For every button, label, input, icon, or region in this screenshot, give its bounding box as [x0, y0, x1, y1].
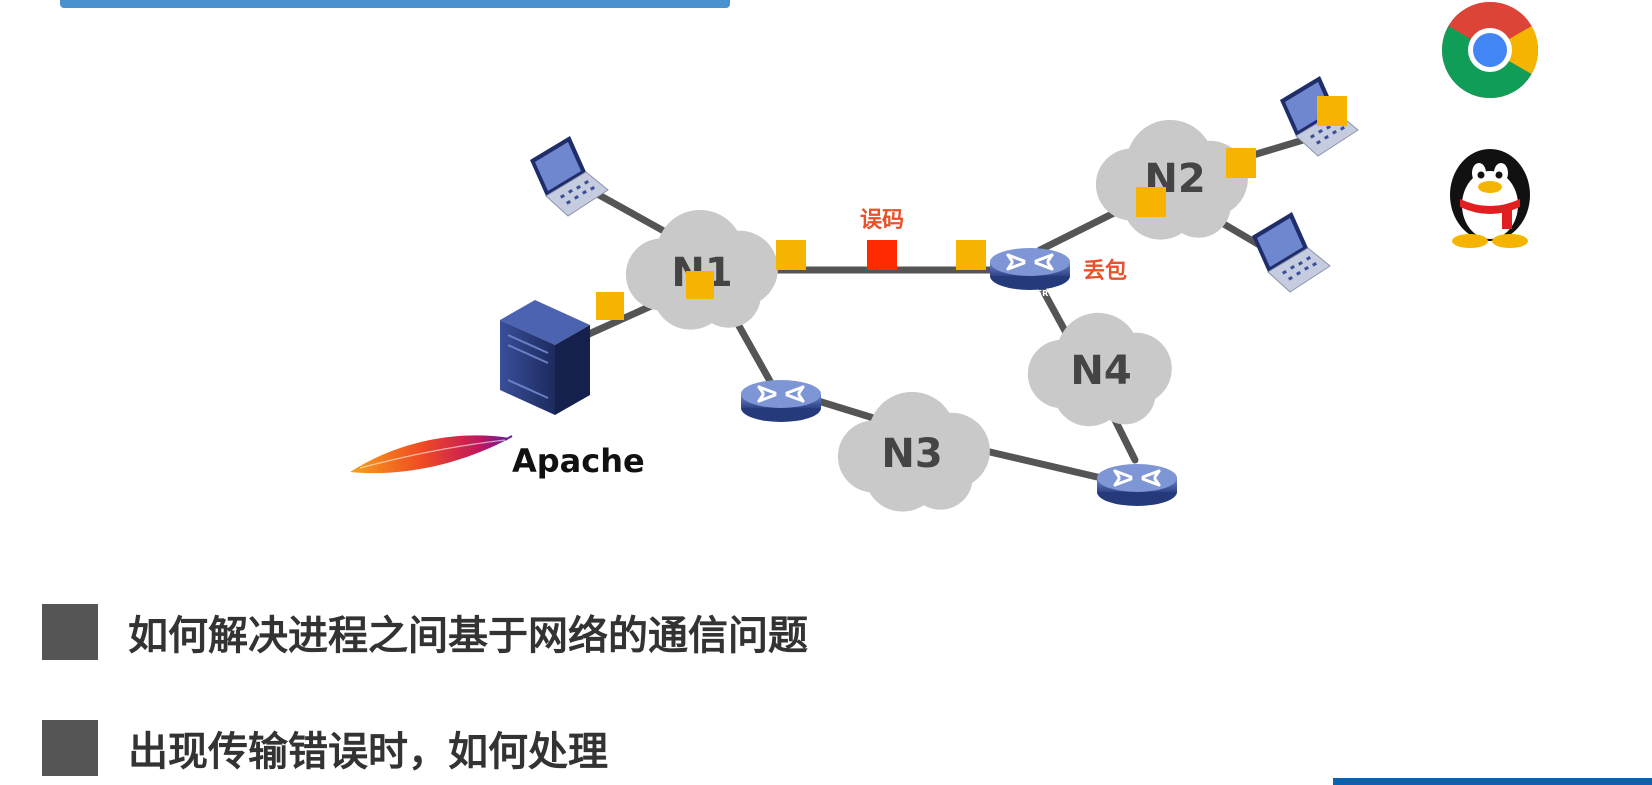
- server-icon: [500, 300, 590, 415]
- packet: [1136, 187, 1166, 217]
- error-label: 误码: [860, 208, 904, 233]
- router-b: ROUTER: [739, 378, 823, 430]
- packet: [596, 292, 624, 320]
- svg-text:N3: N3: [881, 431, 942, 477]
- bullet-item: 出现传输错误时，如何处理: [42, 718, 608, 778]
- bullet-square-icon: [42, 604, 98, 660]
- packet: [776, 240, 806, 270]
- error-packet: [867, 240, 897, 270]
- loss-label: 丢包: [1083, 258, 1127, 284]
- router-c: ROUTER: [1095, 462, 1179, 514]
- cloud-n1: N1: [625, 209, 778, 330]
- svg-text:ROUTER: ROUTER: [1012, 289, 1049, 298]
- bullet-text: 出现传输错误时，如何处理: [128, 729, 608, 775]
- laptop-icon: [1251, 211, 1331, 293]
- cloud-n2: N2: [1095, 119, 1248, 240]
- bullet-square-icon: [42, 720, 98, 776]
- packet: [956, 240, 986, 270]
- svg-text:ROUTER: ROUTER: [763, 421, 800, 430]
- qq-penguin-icon: [1450, 149, 1530, 248]
- cloud-n4: N4: [1027, 312, 1172, 427]
- cloud-n3: N3: [837, 391, 990, 512]
- bullet-item: 如何解决进程之间基于网络的通信问题: [42, 602, 808, 662]
- packet: [1317, 96, 1347, 126]
- heading-fragment: [60, 0, 730, 8]
- router-a: ROUTER: [988, 246, 1072, 298]
- svg-text:N4: N4: [1070, 348, 1131, 394]
- apache-feather-icon: [350, 435, 513, 474]
- laptop-icon: [529, 135, 609, 217]
- chrome-icon: [1441, 1, 1539, 99]
- link-routerB-n3: [811, 396, 884, 424]
- packet: [1226, 148, 1256, 178]
- svg-text:ROUTER: ROUTER: [1119, 505, 1156, 514]
- apache-label: Apache: [512, 442, 645, 480]
- bullet-text: 如何解决进程之间基于网络的通信问题: [128, 613, 808, 659]
- bottom-accent-bar: [1333, 778, 1652, 785]
- packets: [596, 96, 1347, 320]
- packet: [686, 271, 714, 299]
